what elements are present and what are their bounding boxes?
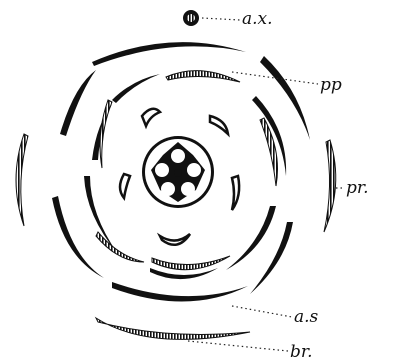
small-organ-4 [232, 176, 239, 210]
outer-segment-right-lower [250, 222, 293, 294]
bottom-inner-organ [152, 256, 230, 270]
left-inner-organ [100, 100, 112, 168]
label-pp: pp [320, 75, 342, 95]
outer-segment-left-upper [60, 70, 96, 136]
gynoecium [142, 136, 214, 208]
pr-organ [324, 140, 336, 232]
label-as: a.s [294, 307, 319, 327]
bottom-left-organ [96, 232, 144, 262]
br-bract [96, 318, 250, 339]
inner-segment-top-left [112, 74, 160, 103]
small-organ-1 [142, 109, 160, 126]
outer-segment-top-left [92, 42, 246, 66]
small-organ-2 [210, 116, 228, 134]
axis-mark [183, 10, 199, 26]
inner-segment-left [84, 176, 118, 254]
small-organ-5 [160, 234, 190, 245]
outer-segment-bottom [112, 282, 248, 302]
inner-segment-right-bottom [226, 206, 276, 270]
label-ax: a.x. [242, 9, 273, 29]
pp-organ [166, 71, 240, 82]
label-pr: pr. [346, 178, 369, 198]
small-organ-3 [120, 174, 130, 198]
left-pr-organ [16, 134, 28, 226]
label-br: br. [290, 342, 313, 362]
